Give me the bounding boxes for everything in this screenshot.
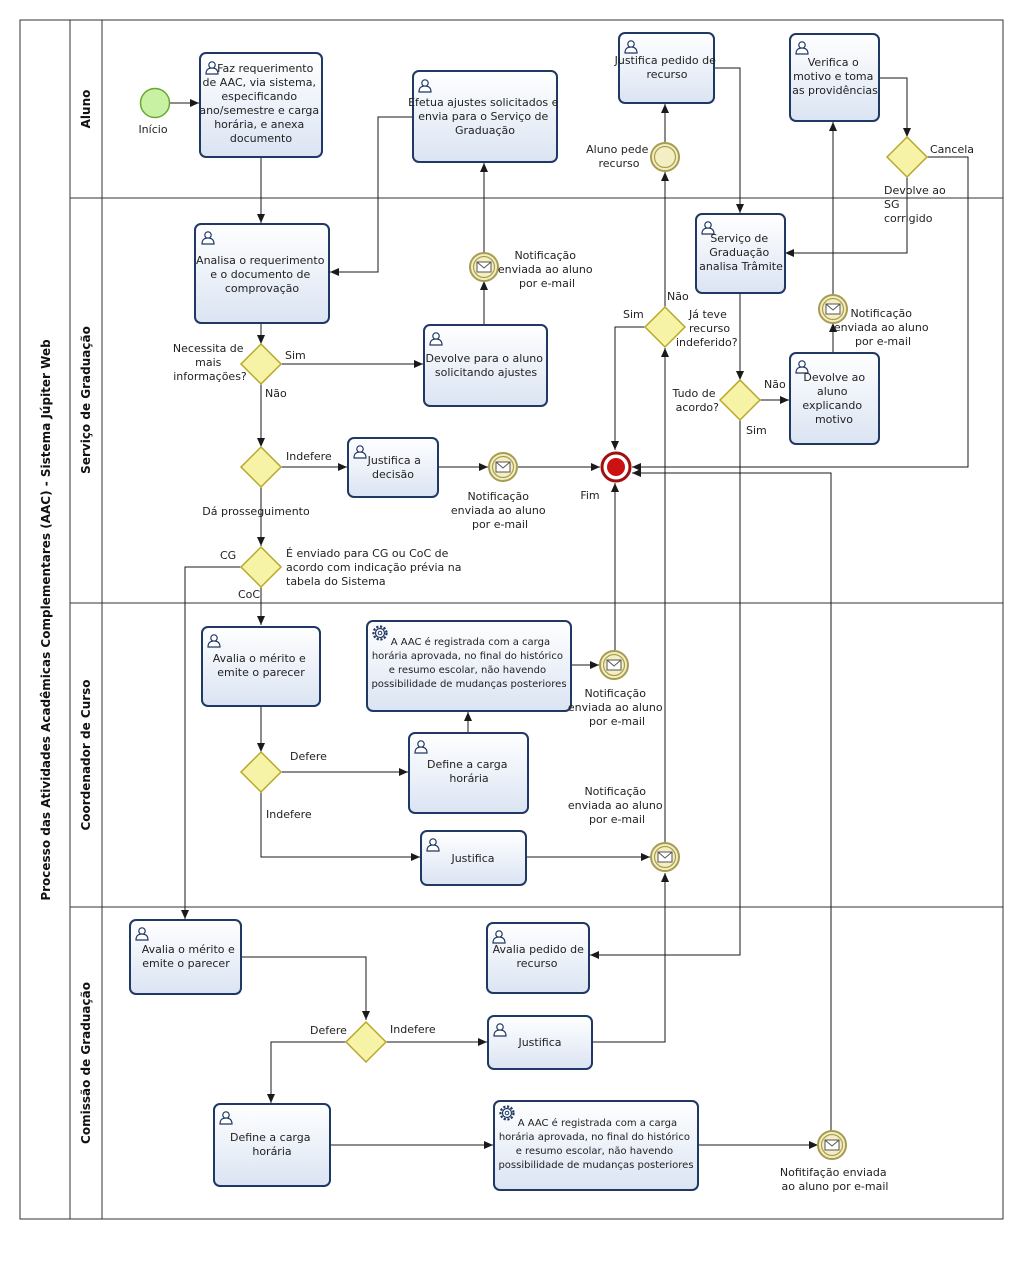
flow-label: Sim xyxy=(746,424,767,437)
task-label: Define a carga horária xyxy=(230,1131,314,1158)
task-label: Justifica xyxy=(517,1036,561,1049)
flow-label: Indefere xyxy=(286,450,332,463)
task-cg-avalia-recurso[interactable]: Avalia pedido de recurso xyxy=(486,922,590,994)
gateway-necessita xyxy=(239,342,283,386)
task-label: Verifica o motivo e toma as providências xyxy=(792,56,878,97)
task-label: Justifica pedido de recurso xyxy=(614,54,720,81)
task-coc-justifica[interactable]: Justifica xyxy=(420,830,527,886)
gateway-cg-coc xyxy=(239,545,283,589)
flow-label: Sim xyxy=(285,349,306,362)
task-coc-define-carga[interactable]: Define a carga horária xyxy=(408,732,529,814)
mail-event-icon xyxy=(817,1130,847,1160)
mail-event-label: Notificação enviada ao aluno por e-mail xyxy=(498,249,596,290)
lane-servico-graduacao: Serviço de Graduação xyxy=(79,326,93,474)
task-cg-define-carga[interactable]: Define a carga horária xyxy=(213,1103,331,1187)
flow-label: Não xyxy=(764,378,786,391)
gateways xyxy=(239,135,929,1064)
mail-event-label: Notificação enviada ao aluno por e-mail xyxy=(568,687,666,728)
pool-title: Processo das Atividades Acadêmicas Compl… xyxy=(39,339,53,901)
cancela-label: Cancela xyxy=(930,143,974,156)
task-devolve-aluno-motivo[interactable]: Devolve ao aluno explicando motivo xyxy=(789,352,880,445)
intermediate-event-recurso xyxy=(650,142,680,172)
gateway-indefere xyxy=(239,445,283,489)
task-efetua-ajustes[interactable]: Efetua ajustes solicitados e envia para … xyxy=(408,70,562,163)
gateway-ja-teve xyxy=(643,305,687,349)
task-label: Avalia pedido de recurso xyxy=(493,943,588,970)
task-label: Avalia o mérito e emite o parecer xyxy=(142,943,239,970)
task-cg-justifica[interactable]: Justifica xyxy=(487,1015,593,1070)
task-label: Devolve ao aluno explicando motivo xyxy=(802,371,868,426)
task-label: A AAC é registrada com a carga horária a… xyxy=(371,636,566,690)
recurso-event-label: Aluno pede recurso xyxy=(586,143,652,170)
task-label: A AAC é registrada com a carga horária a… xyxy=(498,1117,693,1171)
task-cg-avalia-merito[interactable]: Avalia o mérito e emite o parecer xyxy=(129,919,242,995)
flow-label: Indefere xyxy=(390,1023,436,1036)
gateway-question-label: Necessita de mais informações? xyxy=(173,342,247,383)
gateway-question-label: Tudo de acordo? xyxy=(672,387,720,414)
mail-event-label: Nofitifação enviada ao aluno por e-mail xyxy=(780,1166,890,1193)
task-devolve-aluno-ajustes[interactable]: Devolve para o aluno solicitando ajustes xyxy=(423,324,548,407)
task-label: Serviço de Graduação analisa Trâmite xyxy=(699,232,783,273)
flow-label: Indefere xyxy=(266,808,312,821)
gateway-question-label: Já teve recurso indeferido? xyxy=(676,308,738,349)
gateway-cancela xyxy=(885,135,929,179)
task-justifica-decisao[interactable]: Justifica a decisão xyxy=(347,437,439,498)
mail-event-label: Notificação enviada ao aluno por e-mail xyxy=(834,307,932,348)
task-label: Justifica xyxy=(450,852,494,865)
task-label: Avalia o mérito e emite o parecer xyxy=(213,652,310,679)
sequence-flows xyxy=(170,67,969,1149)
flow-label: Dá prosseguimento xyxy=(202,505,310,518)
mail-event-label: Notificação enviada ao aluno por e-mail xyxy=(568,785,666,826)
start-event xyxy=(139,87,171,119)
task-servico-analisa-tramite[interactable]: Serviço de Graduação analisa Trâmite xyxy=(695,213,786,294)
gateway-note-label: É enviado para CG ou CoC de acordo com i… xyxy=(286,547,465,588)
task-coc-avalia-merito[interactable]: Avalia o mérito e emite o parecer xyxy=(201,626,321,707)
mail-event-icon xyxy=(650,842,680,872)
end-event xyxy=(600,451,632,483)
task-label: Analisa o requerimento e o documento de … xyxy=(196,254,328,295)
task-coc-aac-registrada[interactable]: A AAC é registrada com a carga horária a… xyxy=(366,620,572,712)
devolve-sg-label: Devolve ao SG corrigido xyxy=(884,184,949,225)
task-label: Faz requerimento de AAC, via sistema, es… xyxy=(199,62,322,145)
flow-label: CoC xyxy=(238,588,260,601)
lane-coordenador-curso: Coordenador de Curso xyxy=(79,679,93,830)
flow-label: CG xyxy=(220,549,236,562)
lane-aluno: Aluno xyxy=(79,90,93,129)
flow-label: Não xyxy=(667,290,689,303)
mail-event-icon xyxy=(599,650,629,680)
task-justifica-pedido-recurso[interactable]: Justifica pedido de recurso xyxy=(614,32,720,104)
start-event-label: Início xyxy=(138,123,167,136)
task-label: Justifica a decisão xyxy=(367,454,425,481)
task-faz-requerimento[interactable]: Faz requerimento de AAC, via sistema, es… xyxy=(199,52,323,158)
flow-label: Sim xyxy=(623,308,644,321)
task-analisa-requerimento[interactable]: Analisa o requerimento e o documento de … xyxy=(194,223,330,324)
end-event-label: Fim xyxy=(580,489,599,502)
mail-event-label: Notificação enviada ao aluno por e-mail xyxy=(451,490,549,531)
flow-label: Defere xyxy=(290,750,327,763)
gateway-comissao xyxy=(344,1020,388,1064)
mail-event-icon xyxy=(469,252,499,282)
flow-label: Não xyxy=(265,387,287,400)
task-label: Efetua ajustes solicitados e envia para … xyxy=(408,96,562,137)
task-label: Define a carga horária xyxy=(427,758,511,785)
flow-label: Defere xyxy=(310,1024,347,1037)
task-cg-aac-registrada[interactable]: A AAC é registrada com a carga horária a… xyxy=(493,1100,699,1191)
gateway-tudo-acordo xyxy=(718,378,762,422)
task-verifica-motivo[interactable]: Verifica o motivo e toma as providências xyxy=(789,33,880,122)
mail-event-icon xyxy=(818,294,848,324)
mail-event-icon xyxy=(488,452,518,482)
task-label: Devolve para o aluno solicitando ajustes xyxy=(426,352,547,379)
lane-comissao-graduacao: Comissão de Graduação xyxy=(79,982,93,1144)
gateway-coordenador xyxy=(239,750,283,794)
